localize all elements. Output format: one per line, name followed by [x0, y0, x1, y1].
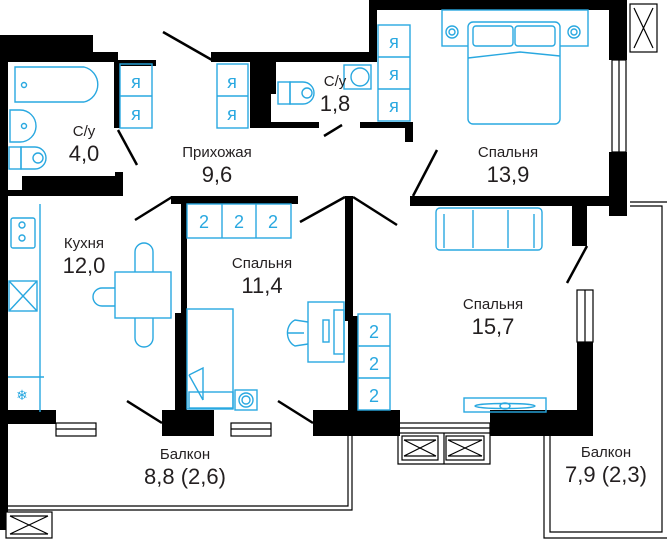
office-chair-icon [286, 319, 309, 347]
svg-text:ᴙ: ᴙ [131, 72, 141, 92]
dining-table-icon [92, 242, 172, 348]
svg-text:ᴙ: ᴙ [389, 96, 399, 116]
room-area: 12,0 [62, 253, 106, 278]
walls [0, 0, 627, 530]
room-area: 15,7 [471, 314, 515, 339]
desk-icon [307, 301, 345, 363]
svg-text:ᴙ: ᴙ [389, 32, 399, 52]
sink-icon [9, 109, 37, 143]
room-bath-2: С/у 1,8 [320, 74, 351, 115]
wardrobe-bedroom-1: ᴙ ᴙ ᴙ [377, 24, 411, 122]
svg-text:ᴙ: ᴙ [389, 64, 399, 84]
svg-text:2: 2 [199, 212, 209, 232]
room-bath-1: С/у 4,0 [69, 124, 100, 165]
room-area: 7,9 (2,3) [565, 462, 647, 487]
room-balcony-2: Балкон 7,9 (2,3) [565, 445, 647, 486]
toilet-icon [8, 146, 47, 170]
wardrobe-hallway-left: ᴙ ᴙ [119, 63, 153, 129]
svg-text:2: 2 [268, 212, 278, 232]
room-area: 11,4 [241, 273, 283, 298]
room-area: 9,6 [201, 162, 233, 187]
wardrobe-bedroom-3: 2 2 2 [357, 313, 391, 411]
balcony-outlines [4, 201, 667, 539]
tv-stand-icon [463, 397, 547, 413]
washbasin-icon [343, 64, 372, 90]
room-area: 1,8 [319, 91, 351, 116]
svg-text:2: 2 [369, 386, 379, 406]
svg-text:2: 2 [369, 354, 379, 374]
vent-boxes [5, 3, 658, 539]
svg-text:ᴙ: ᴙ [227, 72, 237, 92]
room-balcony-1: Балкон 8,8 (2,6) [144, 447, 226, 488]
room-hallway: Прихожая 9,6 [182, 145, 252, 186]
kitchen-counter: ❄ [8, 204, 44, 412]
room-kitchen: Кухня 12,0 [63, 236, 106, 277]
svg-text:ᴙ: ᴙ [227, 104, 237, 124]
svg-text:❄: ❄ [16, 388, 28, 404]
room-name: Спальня [231, 255, 293, 272]
room-area: 8,8 (2,6) [144, 464, 226, 489]
bathtub-icon [14, 66, 99, 103]
room-area: 4,0 [68, 141, 100, 166]
sofa-icon [435, 207, 543, 251]
room-name: С/у [323, 73, 347, 90]
room-name: Прихожая [182, 144, 252, 161]
room-bedroom-2: Спальня 11,4 [232, 256, 292, 297]
double-bed-icon [441, 9, 589, 125]
nightstand-icon [234, 389, 258, 411]
svg-text:ᴙ: ᴙ [131, 104, 141, 124]
room-area: 13,9 [486, 162, 530, 187]
room-bedroom-3: Спальня 15,7 [463, 297, 523, 338]
room-name: С/у [72, 123, 96, 140]
room-name: Кухня [63, 235, 105, 252]
wardrobe-hallway-right: ᴙ ᴙ [216, 63, 249, 129]
room-bedroom-1: Спальня 13,9 [478, 145, 538, 186]
room-name: Балкон [580, 444, 632, 461]
single-bed-icon [186, 308, 234, 410]
svg-text:2: 2 [234, 212, 244, 232]
room-name: Балкон [159, 446, 211, 463]
room-name: Спальня [462, 296, 524, 313]
wardrobe-bedroom-2: 2 2 2 [186, 203, 292, 239]
room-name: Спальня [477, 144, 539, 161]
svg-text:2: 2 [369, 322, 379, 342]
doors [116, 30, 589, 425]
toilet-icon-2 [277, 81, 315, 105]
